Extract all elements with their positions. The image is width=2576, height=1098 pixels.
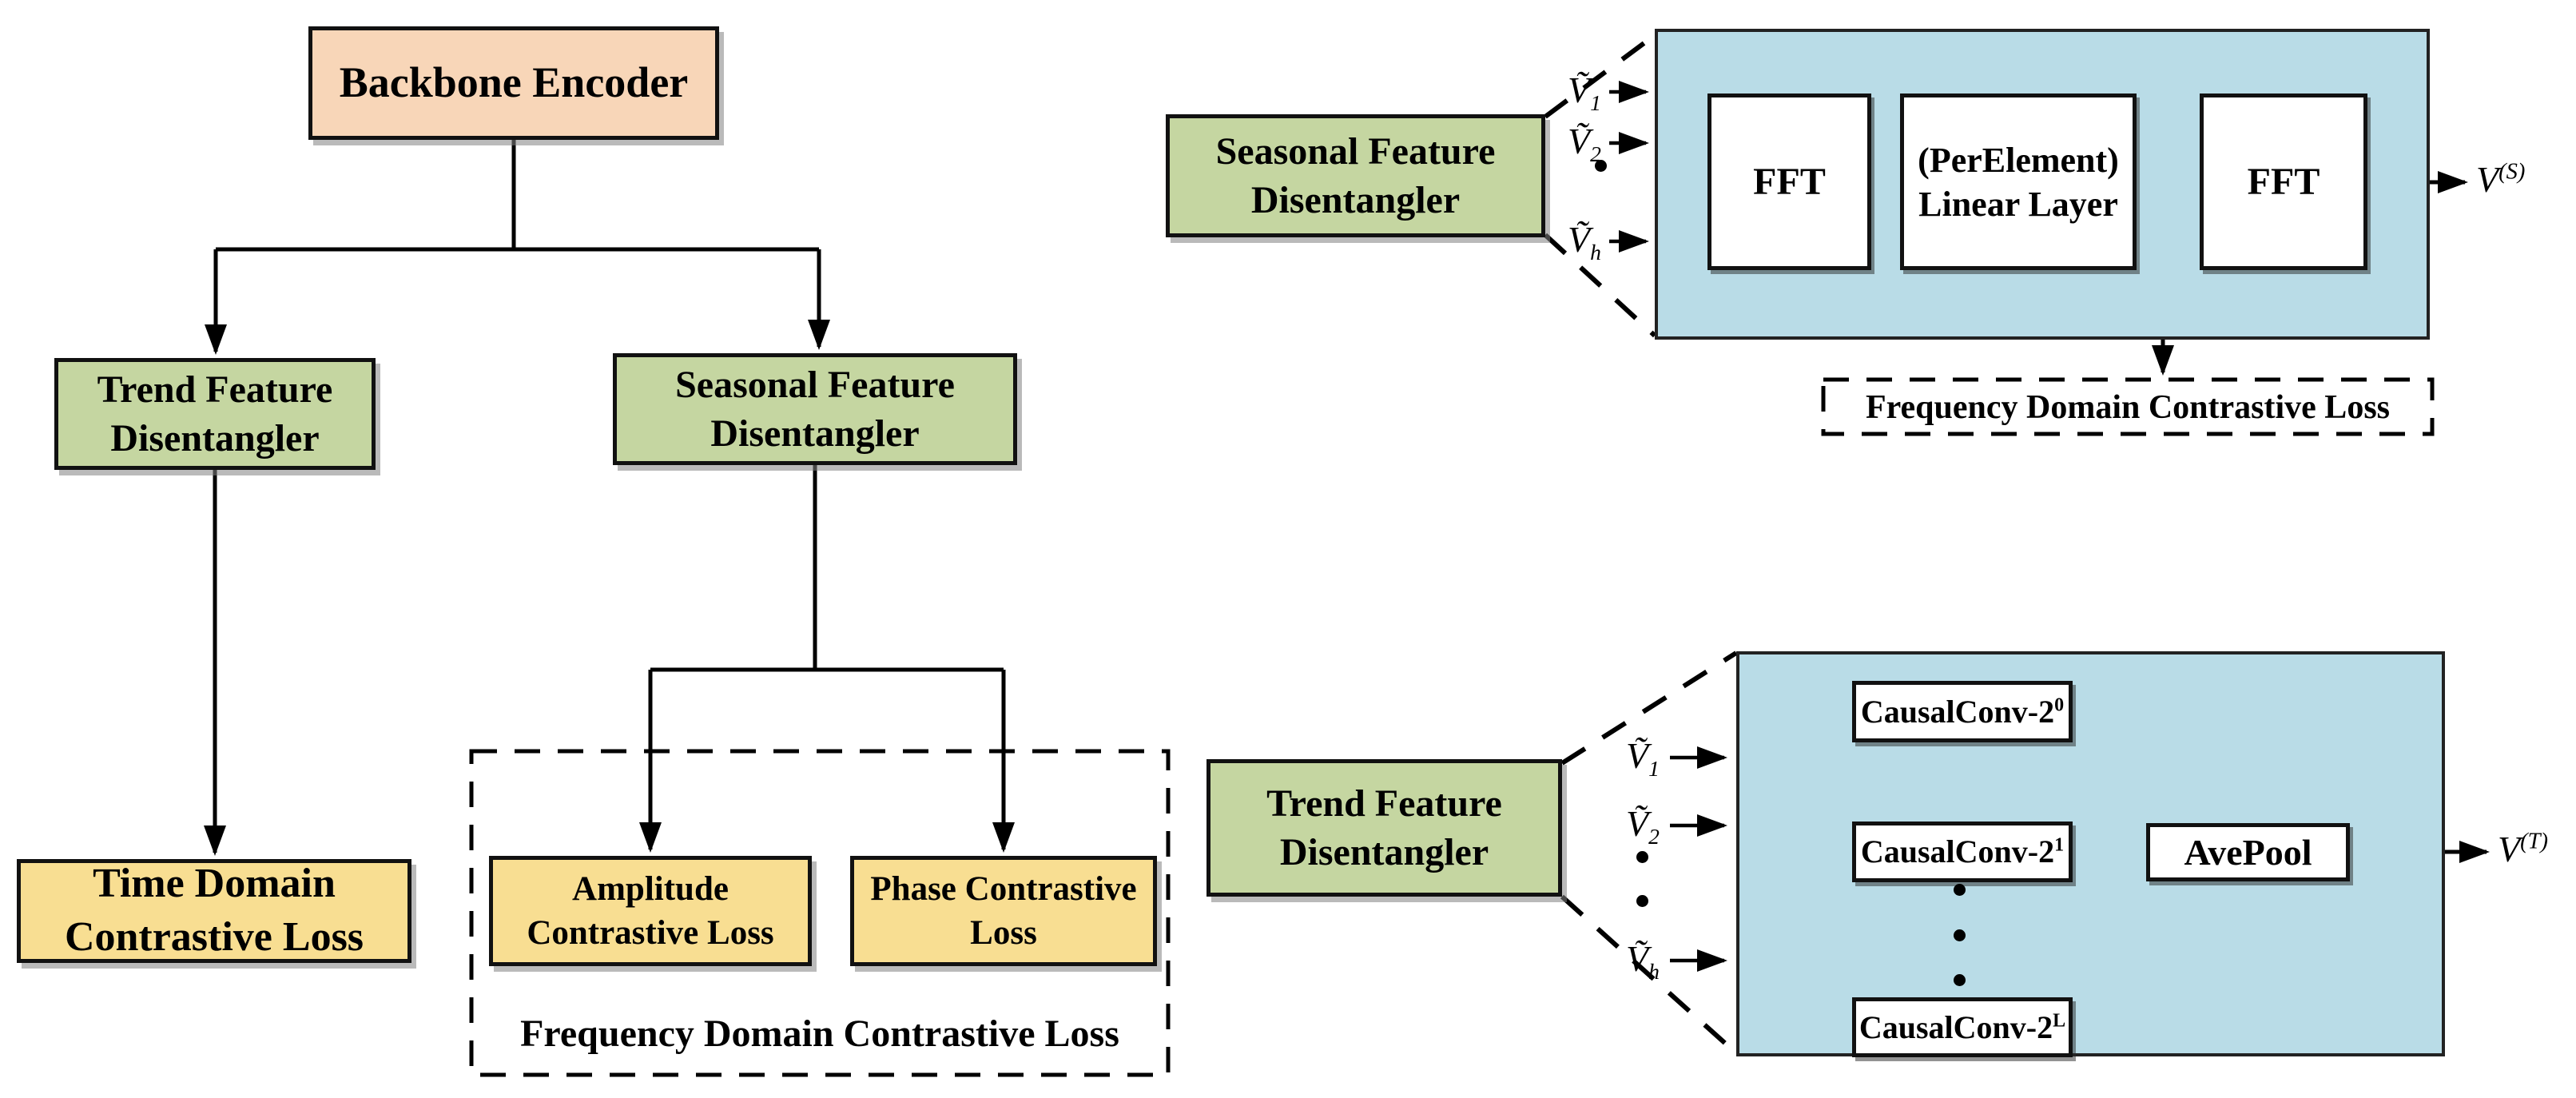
trend-disentangler-label: Trend Feature Disentangler [97, 368, 333, 459]
vs-output-label: V(S) [2476, 158, 2525, 201]
v1-base: Ṽ [1568, 70, 1591, 110]
backbone-encoder-box: Backbone Encoder [308, 26, 719, 140]
linear-layer-line2: Linear Layer [1918, 184, 2118, 224]
linear-layer-box: (PerElement) Linear Layer [1900, 93, 2137, 270]
vh-base: Ṽ [1568, 219, 1591, 260]
causalconv-1-base: CausalConv-2 [1860, 833, 2055, 869]
causalconv-0-base: CausalConv-2 [1860, 693, 2055, 730]
backbone-encoder-label: Backbone Encoder [339, 58, 689, 107]
amplitude-loss-label: Amplitude Contrastive Loss [527, 869, 774, 952]
trend-disentangler-box: Trend Feature Disentangler [54, 358, 376, 470]
time-domain-loss-box: Time Domain Contrastive Loss [17, 859, 411, 963]
frequency-loss-group-outline [469, 749, 1171, 1077]
trend-detail-title-box: Trend Feature Disentangler [1207, 759, 1562, 897]
phase-loss-label: Phase Contrastive Loss [870, 869, 1137, 952]
conv-ellipsis-dot-1 [1954, 884, 1966, 896]
seasonal-detail-title-box: Seasonal Feature Disentangler [1166, 114, 1545, 237]
trend-input-ellipsis-dot-2 [1636, 895, 1648, 907]
causalconv-1-label: CausalConv-21 [1861, 832, 2064, 872]
linear-layer-line1: (PerElement) [1918, 140, 2119, 180]
seasonal-expand-dash-bottom [1543, 233, 1657, 338]
v2-base: Ṽ [1568, 121, 1591, 161]
trend-expand-dash-top [1560, 650, 1738, 766]
t-v2-sub: 2 [1648, 824, 1660, 849]
vt-output-label: V(T) [2498, 828, 2548, 870]
frequency-loss-box-caption: Frequency Domain Contrastive Loss [1865, 389, 2391, 426]
amplitude-loss-box: Amplitude Contrastive Loss [489, 856, 812, 966]
avepool-box: AvePool [2146, 823, 2350, 881]
seasonal-detail-title-label: Seasonal Feature Disentangler [1215, 129, 1496, 221]
vh-sub: h [1590, 240, 1601, 265]
conv-ellipsis-dot-2 [1954, 929, 1966, 941]
seasonal-expand-dash-top [1544, 33, 1656, 119]
t-vh-sub: h [1648, 959, 1660, 985]
causalconv-L-sup: L [2053, 1010, 2066, 1032]
fft-out-box: FFT [2200, 93, 2367, 270]
avepool-label: AvePool [2184, 831, 2312, 873]
seasonal-disentangler-label: Seasonal Feature Disentangler [675, 363, 955, 455]
seasonal-input-v1-label: Ṽ1 [1560, 69, 1608, 116]
t-vh-base: Ṽ [1626, 938, 1649, 979]
seasonal-disentangler-box: Seasonal Feature Disentangler [613, 353, 1017, 465]
t-v2-base: Ṽ [1626, 803, 1649, 844]
vs-sup: (S) [2498, 159, 2526, 185]
linear-layer-label: (PerElement) Linear Layer [1918, 138, 2119, 226]
frequency-loss-box-outline [1821, 377, 2435, 436]
trend-detail-title-label: Trend Feature Disentangler [1266, 782, 1502, 873]
t-v1-base: Ṽ [1626, 735, 1649, 776]
trend-expand-dash-bottom [1560, 894, 1739, 1056]
trend-input-vh-label: Ṽh [1619, 937, 1667, 985]
causalconv-0-sup: 0 [2054, 694, 2065, 716]
causalconv-0-label: CausalConv-20 [1861, 692, 2064, 732]
causalconv-L-label: CausalConv-2L [1859, 1008, 2065, 1048]
seasonal-input-v2-label: Ṽ2 [1560, 120, 1608, 167]
fft-in-label: FFT [1753, 160, 1826, 203]
trend-input-v1-label: Ṽ1 [1619, 734, 1667, 782]
fft-out-label: FFT [2247, 160, 2320, 203]
vt-sup: (T) [2520, 829, 2548, 854]
causalconv-1-box: CausalConv-21 [1852, 822, 2073, 882]
seasonal-input-ellipsis-dot [1595, 160, 1607, 172]
seasonal-input-vh-label: Ṽh [1560, 218, 1608, 265]
t-v1-sub: 1 [1648, 756, 1660, 782]
time-domain-loss-label: Time Domain Contrastive Loss [64, 861, 364, 960]
causalconv-1-sup: 1 [2054, 834, 2065, 856]
v1-sub: 1 [1590, 90, 1601, 116]
trend-input-ellipsis-dot-1 [1636, 851, 1648, 863]
fft-in-box: FFT [1707, 93, 1871, 270]
causalconv-0-box: CausalConv-20 [1852, 681, 2073, 742]
trend-input-v2-label: Ṽ2 [1619, 802, 1667, 849]
phase-loss-box: Phase Contrastive Loss [850, 856, 1157, 966]
causalconv-L-base: CausalConv-2 [1858, 1008, 2053, 1045]
vt-base: V [2498, 829, 2521, 869]
frequency-loss-group-caption: Frequency Domain Contrastive Loss [520, 1012, 1119, 1055]
vs-base: V [2476, 159, 2499, 200]
causalconv-L-box: CausalConv-2L [1852, 997, 2073, 1057]
conv-ellipsis-dot-3 [1954, 974, 1966, 986]
overview-connectors [204, 140, 1171, 1077]
